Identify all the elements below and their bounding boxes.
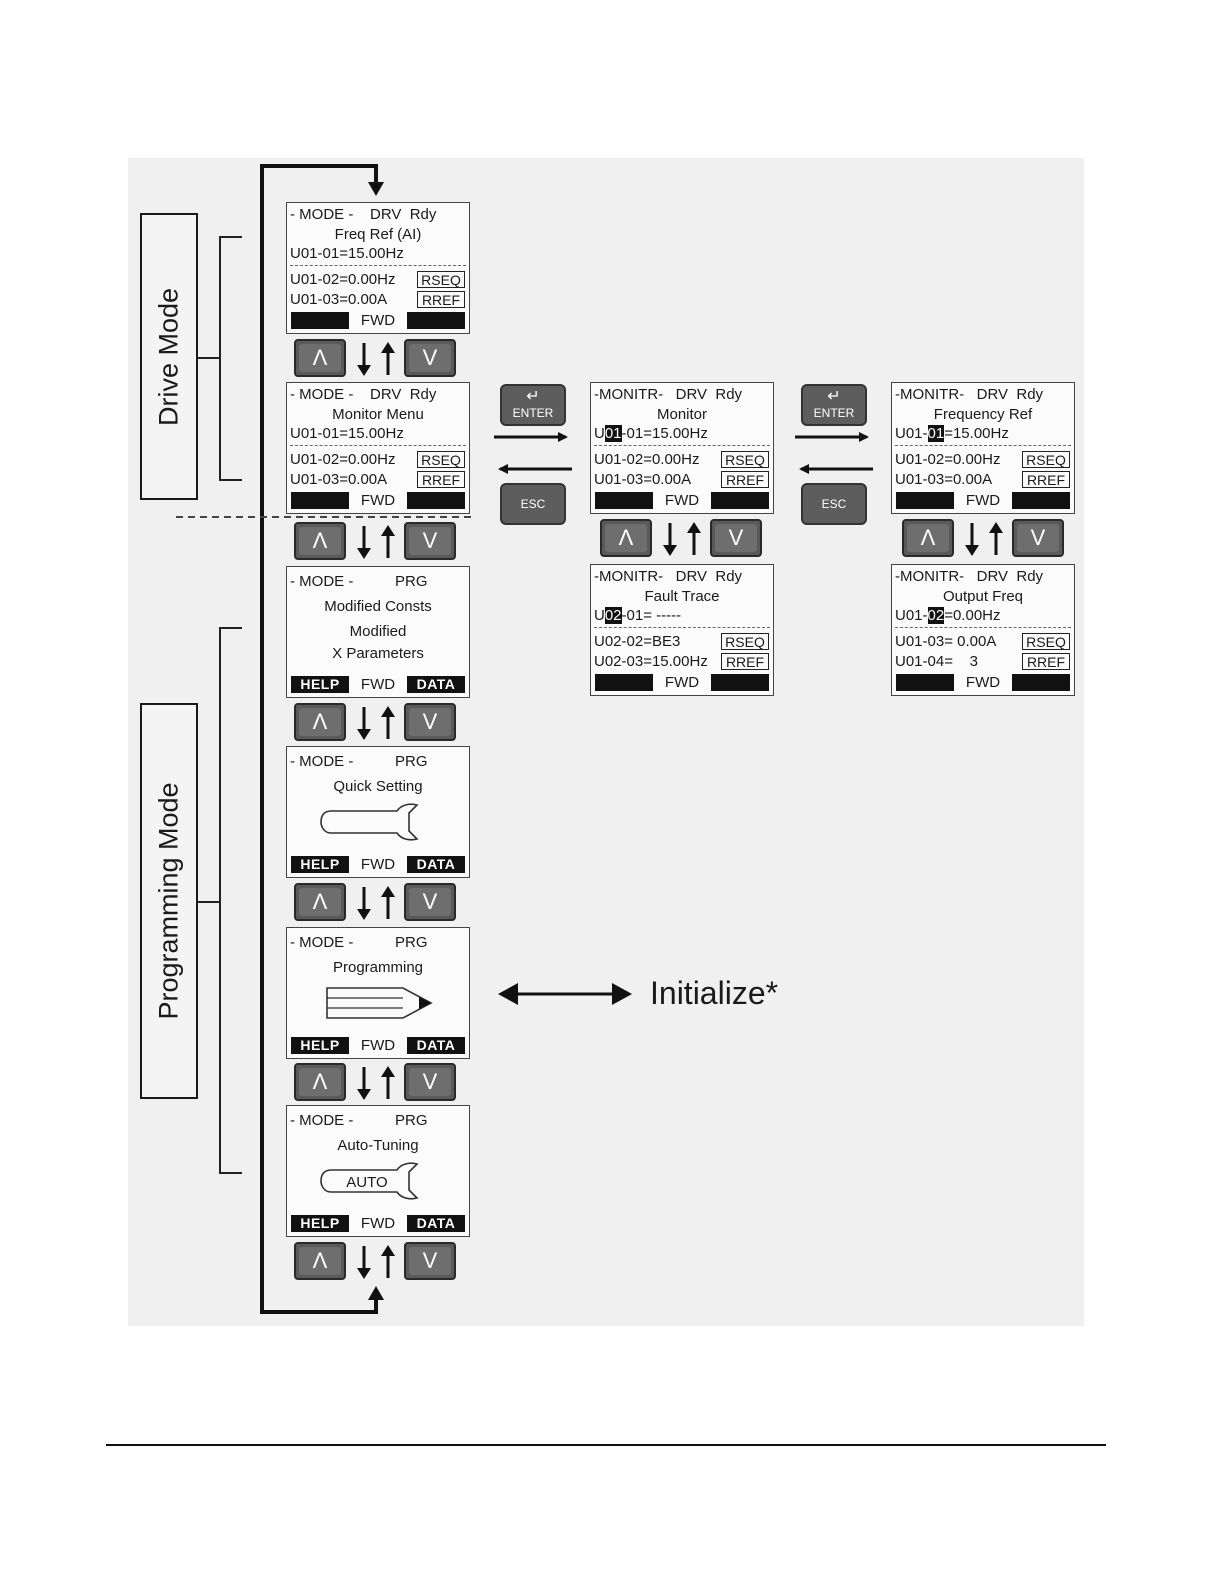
down-arrow-icon <box>357 526 371 559</box>
down-arrow-icon <box>357 1246 371 1279</box>
up-key[interactable]: Λ <box>294 1242 346 1280</box>
down-arrow-icon <box>357 887 371 920</box>
enter-icon: ↵ <box>526 388 540 405</box>
down-key[interactable]: V <box>1012 519 1064 557</box>
down-arrow-icon <box>357 1067 371 1100</box>
panel-output-freq: -MONITR- DRV Rdy Output Freq U01-02=0.00… <box>891 564 1075 696</box>
up-arrow-icon <box>381 1245 395 1278</box>
down-arrow-icon <box>357 707 371 740</box>
drive-mode-label: Drive Mode <box>140 213 198 500</box>
up-key[interactable]: Λ <box>902 519 954 557</box>
panel-modified-consts: - MODE - PRG Modified Consts Modified X … <box>286 566 470 698</box>
up-key[interactable]: Λ <box>600 519 652 557</box>
rref-tag: RREF <box>1022 653 1070 670</box>
up-arrow-icon <box>381 706 395 739</box>
loop-arrow-bottom <box>368 1286 384 1300</box>
wrench-icon <box>320 803 419 841</box>
panel-monitor: -MONITR- DRV Rdy Monitor U01-01=15.00Hz … <box>590 382 774 514</box>
rseq-tag: RSEQ <box>721 451 769 468</box>
pencil-icon <box>326 987 433 1019</box>
up-key[interactable]: Λ <box>294 1063 346 1101</box>
panel-frequency-ref: -MONITR- DRV Rdy Frequency Ref U01-01=15… <box>891 382 1075 514</box>
rseq-tag: RSEQ <box>721 633 769 650</box>
wrench-auto-icon <box>320 1162 419 1200</box>
rseq-tag: RSEQ <box>417 271 465 288</box>
programming-mode-label: Programming Mode <box>140 703 198 1099</box>
down-key[interactable]: V <box>404 1063 456 1101</box>
up-key[interactable]: Λ <box>294 522 346 560</box>
rseq-tag: RSEQ <box>417 451 465 468</box>
panel-fault-trace: -MONITR- DRV Rdy Fault Trace U02-01= ---… <box>590 564 774 696</box>
up-arrow-icon <box>381 342 395 375</box>
panel-monitor-menu: - MODE - DRV Rdy Monitor Menu U01-01=15.… <box>286 382 470 514</box>
down-key[interactable]: V <box>710 519 762 557</box>
esc-key[interactable]: ESC <box>801 483 867 525</box>
auto-text: AUTO <box>346 1174 388 1191</box>
up-arrow-icon <box>381 525 395 558</box>
loop-line <box>260 164 378 1314</box>
down-key[interactable]: V <box>404 522 456 560</box>
rref-tag: RREF <box>1022 471 1070 488</box>
rref-tag: RREF <box>417 471 465 488</box>
down-key[interactable]: V <box>404 339 456 377</box>
initialize-label: Initialize* <box>650 975 779 1011</box>
down-key[interactable]: V <box>404 1242 456 1280</box>
up-arrow-icon <box>687 522 701 555</box>
rref-tag: RREF <box>417 291 465 308</box>
up-arrow-icon <box>381 1066 395 1099</box>
down-key[interactable]: V <box>404 883 456 921</box>
up-arrow-icon <box>381 886 395 919</box>
enter-icon: ↵ <box>827 388 841 405</box>
rref-tag: RREF <box>721 471 769 488</box>
loop-arrow-top <box>368 182 384 196</box>
drive-bracket <box>198 236 242 481</box>
page-rule <box>106 1444 1106 1446</box>
up-key[interactable]: Λ <box>294 703 346 741</box>
enter-key[interactable]: ↵ ENTER <box>500 384 566 426</box>
programming-bracket <box>198 627 242 1174</box>
esc-key[interactable]: ESC <box>500 483 566 525</box>
up-key[interactable]: Λ <box>294 339 346 377</box>
rseq-tag: RSEQ <box>1022 633 1070 650</box>
up-arrow-icon <box>989 522 1003 555</box>
rseq-tag: RSEQ <box>1022 451 1070 468</box>
down-arrow-icon <box>965 523 979 556</box>
enter-key[interactable]: ↵ ENTER <box>801 384 867 426</box>
up-key[interactable]: Λ <box>294 883 346 921</box>
panel-freq-ref: - MODE - DRV Rdy Freq Ref (AI) U01-01=15… <box>286 202 470 334</box>
down-key[interactable]: V <box>404 703 456 741</box>
down-arrow-icon <box>663 523 677 556</box>
rref-tag: RREF <box>721 653 769 670</box>
down-arrow-icon <box>357 343 371 376</box>
